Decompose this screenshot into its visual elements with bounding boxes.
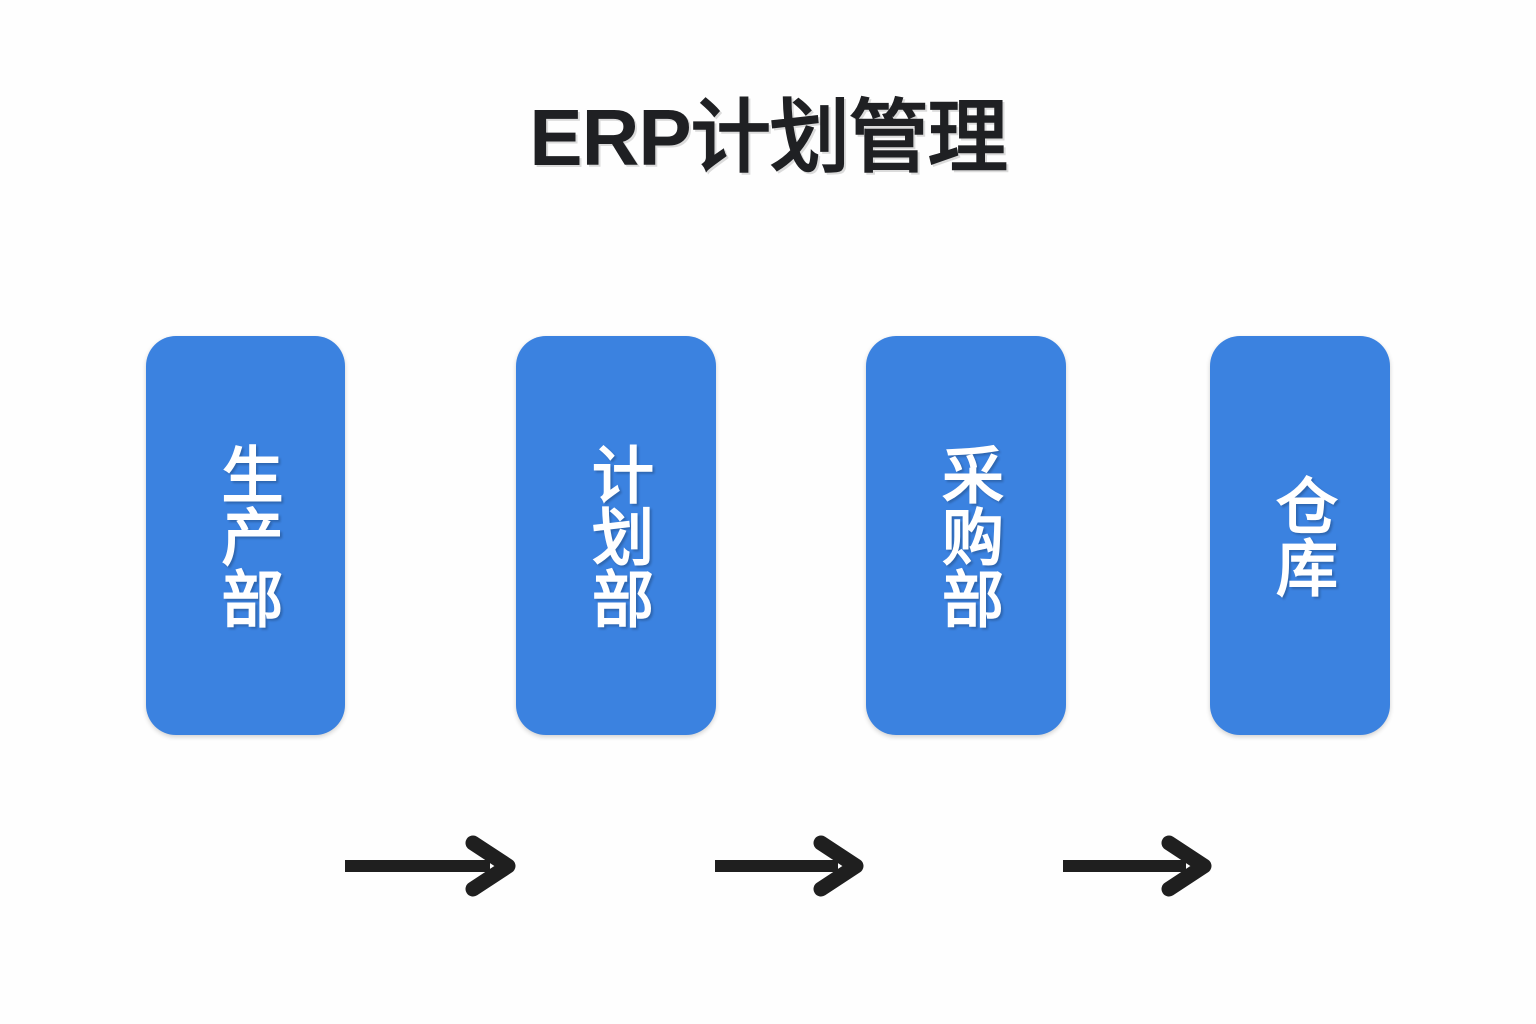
flow-arrow-purchasing-to-warehouse [1058,826,1213,906]
flow-chart: 生产部 计划部 采购部 [0,336,1536,897]
flow-node-label: 生产部 [211,442,281,629]
flow-node-production[interactable]: 生产部 [146,336,345,735]
flow-node-label: 采购部 [932,442,1001,629]
flow-arrow-planning-to-purchasing [710,826,865,906]
flow-node-label: 计划部 [582,442,651,629]
flow-arrow-production-to-planning [340,826,520,906]
flow-node-label: 仓库 [1266,473,1335,598]
flow-node-purchasing[interactable]: 采购部 [866,336,1066,735]
page-title: ERP计划管理 [529,93,1008,182]
flow-node-planning[interactable]: 计划部 [516,336,716,735]
arrow-head-icon [1161,835,1212,897]
arrow-head-icon [465,835,516,897]
flow-node-warehouse[interactable]: 仓库 [1210,336,1390,735]
arrow-head-icon [813,835,864,897]
